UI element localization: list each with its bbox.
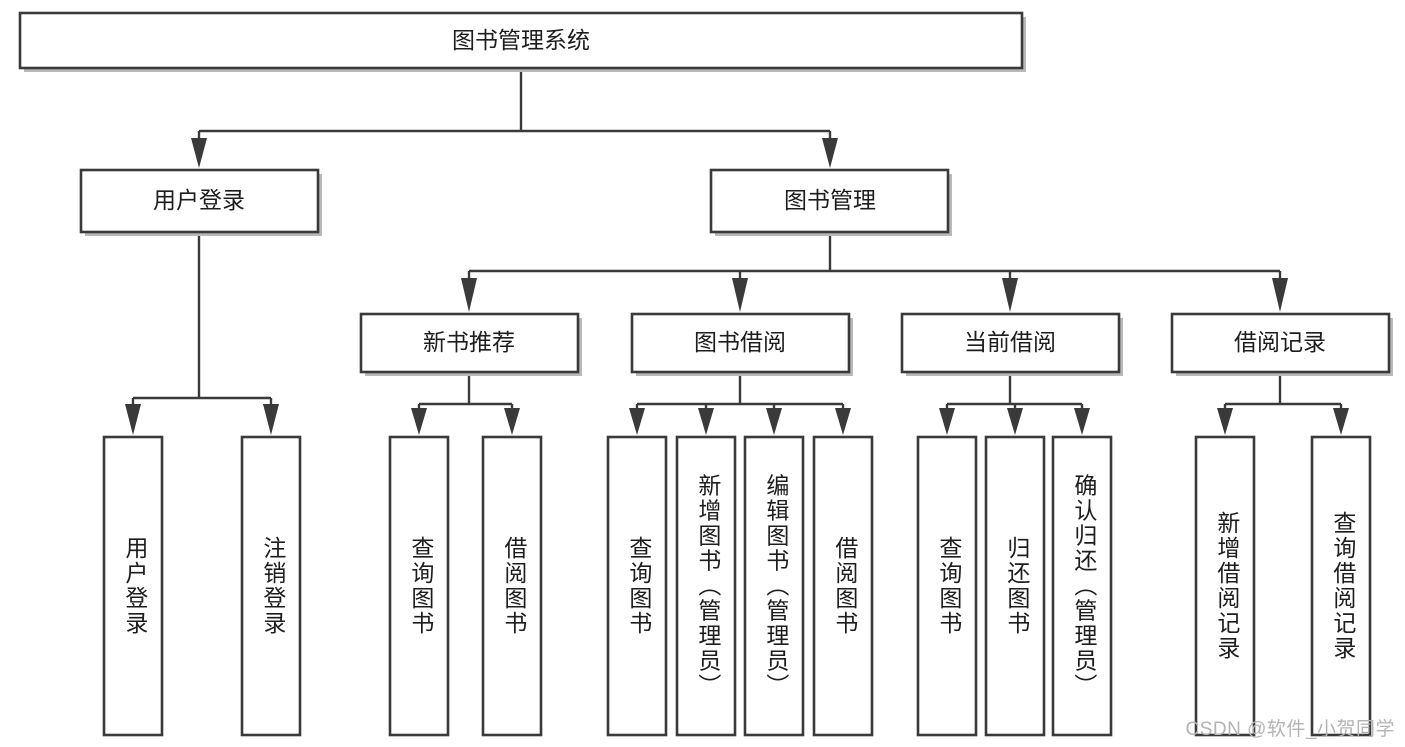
- arrow-to-borrow-record-icon: [1272, 278, 1288, 312]
- leaf-confirm-return-box[interactable]: [1051, 435, 1113, 737]
- leaf-user-login-label: 用户登录: [122, 536, 149, 636]
- arrow-leaf-borrow-book-2-icon: [835, 408, 851, 435]
- arrow-to-current-borrow-icon: [1002, 278, 1018, 312]
- leaf-borrow-book-2-label: 借阅图书: [832, 536, 859, 636]
- book-manage-label: 图书管理: [784, 187, 876, 213]
- node-leaf-query-book-1[interactable]: 查询图书: [388, 435, 450, 737]
- arrow-leaf-confirm-return-icon: [1074, 408, 1090, 435]
- node-leaf-add-record[interactable]: 新增借阅记录: [1194, 435, 1256, 737]
- node-leaf-logout[interactable]: 注销登录: [240, 435, 302, 737]
- leaf-logout-label: 注销登录: [260, 536, 287, 636]
- node-leaf-query-record[interactable]: 查询借阅记录: [1310, 435, 1372, 737]
- leaf-return-book-label: 归还图书: [1004, 536, 1031, 636]
- leaf-query-book-3-box[interactable]: [916, 435, 978, 737]
- node-user-login[interactable]: 用户登录: [79, 168, 322, 236]
- node-leaf-confirm-return[interactable]: 确认归还（管理员）: [1051, 435, 1113, 737]
- node-book-manage[interactable]: 图书管理: [709, 168, 952, 236]
- leaf-borrow-book-1-label: 借阅图书: [501, 536, 528, 636]
- borrow-record-box[interactable]: [1170, 312, 1391, 374]
- node-leaf-query-book-2[interactable]: 查询图书: [606, 435, 668, 737]
- arrow-leaf-borrow-book-1-icon: [504, 408, 520, 435]
- current-borrow-box[interactable]: [900, 312, 1121, 374]
- arrow-to-book-borrow-icon: [732, 278, 748, 312]
- arrow-leaf-query-book-1-icon: [411, 408, 427, 435]
- node-leaf-edit-book[interactable]: 编辑图书（管理员）: [743, 435, 805, 737]
- leaf-query-book-3-label: 查询图书: [936, 536, 963, 636]
- arrow-to-user-login-icon: [191, 138, 207, 168]
- user-login-box[interactable]: [79, 168, 320, 234]
- node-root[interactable]: 图书管理系统: [18, 11, 1026, 72]
- leaf-query-book-2-label: 查询图书: [626, 536, 653, 636]
- leaf-add-record-box[interactable]: [1194, 435, 1256, 737]
- new-book-rec-label: 新书推荐: [423, 329, 515, 355]
- arrow-leaf-edit-book-icon: [766, 408, 782, 435]
- arrow-leaf-return-book-icon: [1007, 408, 1023, 435]
- leaf-add-book-box[interactable]: [675, 435, 737, 737]
- leaf-edit-book-box[interactable]: [743, 435, 805, 737]
- node-leaf-borrow-book-2[interactable]: 借阅图书: [812, 435, 874, 737]
- node-book-borrow[interactable]: 图书借阅: [630, 312, 853, 376]
- leaf-edit-book-label: 编辑图书（管理员）: [763, 474, 790, 699]
- book-borrow-label: 图书借阅: [694, 329, 786, 355]
- root-label: 图书管理系统: [452, 27, 590, 53]
- leaf-borrow-book-1-box[interactable]: [481, 435, 543, 737]
- book-manage-box[interactable]: [709, 168, 950, 234]
- node-leaf-borrow-book-1[interactable]: 借阅图书: [481, 435, 543, 737]
- leaf-user-login-box[interactable]: [102, 435, 164, 737]
- node-leaf-user-login[interactable]: 用户登录: [102, 435, 164, 737]
- arrow-leaf-query-record-icon: [1333, 408, 1349, 435]
- node-leaf-query-book-3[interactable]: 查询图书: [916, 435, 978, 737]
- new-book-rec-box[interactable]: [359, 312, 580, 374]
- leaf-logout-box[interactable]: [240, 435, 302, 737]
- leaf-confirm-return-label: 确认归还（管理员）: [1071, 474, 1098, 699]
- arrow-leaf-add-book-icon: [698, 408, 714, 435]
- borrow-record-label: 借阅记录: [1234, 329, 1326, 355]
- user-login-label: 用户登录: [153, 187, 245, 213]
- root-box[interactable]: [18, 11, 1024, 70]
- leaf-return-book-box[interactable]: [984, 435, 1046, 737]
- arrow-leaf-user-login-icon: [125, 404, 141, 435]
- node-current-borrow[interactable]: 当前借阅: [900, 312, 1123, 376]
- leaf-query-book-1-box[interactable]: [388, 435, 450, 737]
- leaf-query-book-1-label: 查询图书: [408, 536, 435, 636]
- arrow-leaf-logout-icon: [263, 404, 279, 435]
- arrow-leaf-add-record-icon: [1217, 408, 1233, 435]
- leaf-add-record-label: 新增借阅记录: [1214, 511, 1241, 661]
- watermark: CSDN @软件_小贺同学: [1185, 719, 1395, 740]
- node-leaf-return-book[interactable]: 归还图书: [984, 435, 1046, 737]
- arrow-to-new-book-rec-icon: [461, 278, 477, 312]
- current-borrow-label: 当前借阅: [964, 329, 1056, 355]
- leaf-query-record-label: 查询借阅记录: [1330, 511, 1357, 661]
- leaf-add-book-label: 新增图书（管理员）: [695, 474, 722, 699]
- node-borrow-record[interactable]: 借阅记录: [1170, 312, 1393, 376]
- node-leaf-add-book[interactable]: 新增图书（管理员）: [675, 435, 737, 737]
- leaf-query-record-box[interactable]: [1310, 435, 1372, 737]
- connector-layer: [125, 68, 1349, 435]
- leaf-query-book-2-box[interactable]: [606, 435, 668, 737]
- arrow-leaf-query-book-3-icon: [939, 408, 955, 435]
- book-borrow-box[interactable]: [630, 312, 851, 374]
- arrow-to-book-manage-icon: [822, 138, 838, 168]
- leaf-borrow-book-2-box[interactable]: [812, 435, 874, 737]
- node-new-book-rec[interactable]: 新书推荐: [359, 312, 582, 376]
- arrow-leaf-query-book-2-icon: [629, 408, 645, 435]
